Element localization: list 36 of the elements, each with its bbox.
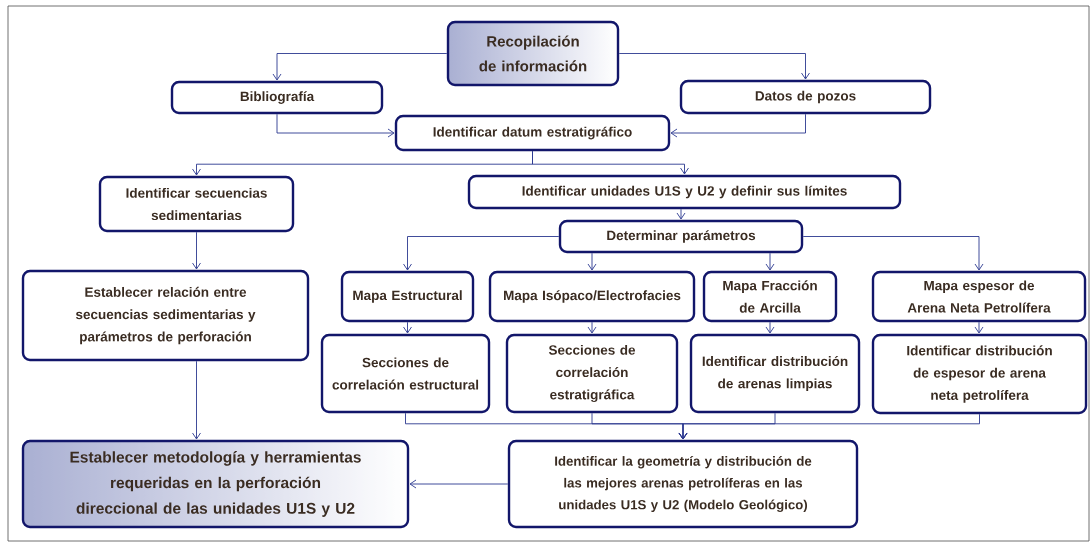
arrow — [192, 231, 201, 270]
process-box: Identificar secuencias sedimentarias — [98, 175, 295, 233]
process-box: Secciones de correlación estructural — [320, 333, 491, 414]
arrow — [192, 360, 201, 440]
arrow — [670, 113, 806, 138]
process-box: Datos de pozos — [679, 79, 932, 115]
arrow — [676, 208, 686, 220]
process-box: Identificar datum estratigráfico — [394, 114, 671, 152]
process-box: Mapa Isópaco/Electrofacies — [488, 270, 696, 323]
process-box: Mapa espesor de Arena Neta Petrolífera — [871, 270, 1087, 323]
arrow — [802, 236, 984, 271]
arrow — [618, 53, 810, 80]
arrow — [403, 321, 412, 334]
arrow — [587, 252, 597, 271]
arrow — [974, 321, 984, 334]
process-box: Identificar distribución de espesor de arena neta petrolífera — [871, 333, 1088, 415]
process-box: Secciones de correlación estratigráfica — [505, 333, 679, 414]
arrow — [409, 479, 509, 489]
process-box: Establecer relación entre secuencias sedimentarias y parámetros de perforación — [21, 269, 310, 362]
arrow — [276, 113, 395, 138]
arrow — [272, 53, 448, 81]
process-box: Determinar parámetros — [558, 219, 804, 254]
process-box: Recopilación de información — [446, 20, 620, 87]
process-box: Mapa Fracción de Arcilla — [702, 270, 838, 323]
process-box: Mapa Estructural — [340, 270, 475, 323]
process-box: Bibliografía — [170, 80, 384, 115]
process-box: Identificar unidades U1S y U2 y definir sus límites — [467, 174, 902, 210]
arrow — [765, 252, 775, 271]
arrow — [678, 413, 980, 440]
arrow — [587, 321, 597, 334]
arrow — [532, 150, 689, 175]
process-box: Identificar distribución de arenas limpias — [689, 333, 861, 414]
process-box: Identificar la geometría y distribución de las mejores arenas petrolíferas en las unidades U1S y U2 (Modelo Geológico) — [507, 439, 859, 529]
arrow — [403, 236, 560, 271]
process-box: Establecer metodología y herramientas requeridas en la perforación direccional de las unidades U1S y U2 — [21, 439, 410, 529]
arrow — [765, 321, 775, 334]
